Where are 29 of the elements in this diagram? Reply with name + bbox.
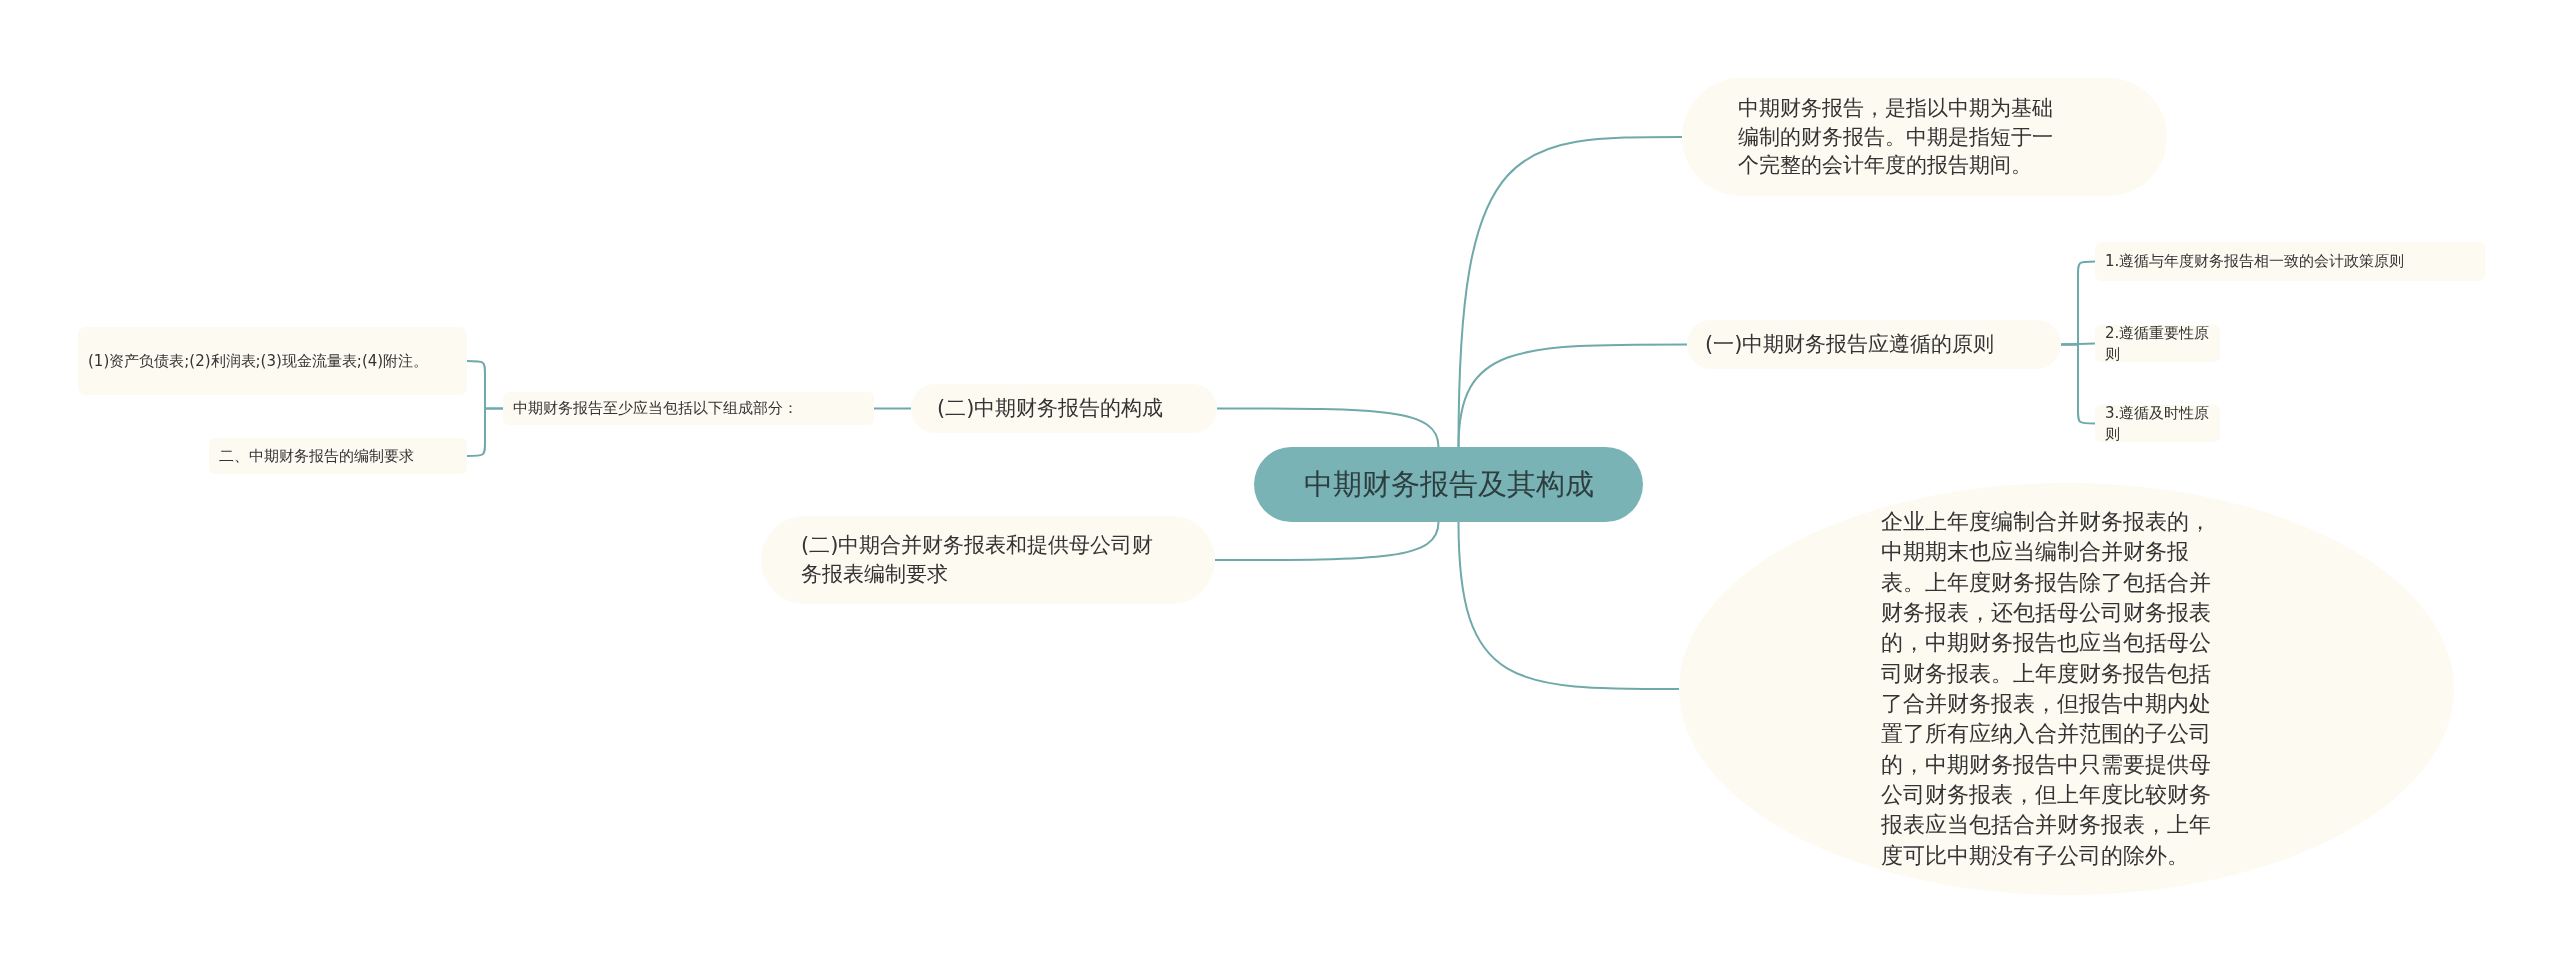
topic-box [209,438,467,474]
connector-line [1216,407,1440,448]
connector-line [1457,521,1680,690]
connector-line [1457,343,1688,448]
topic-text: 二、中期财务报告的编制要求 [219,445,415,467]
topic-box [911,384,1217,433]
topic-text: (1)资产负债表;(2)利润表;(3)现金流量表;(4)附注。 [88,350,430,372]
topic-box [1687,320,2061,369]
topic-text: (二)中期合并财务报表和提供母公司财务报表编制要求 [801,532,1155,588]
connector-line [2060,343,2096,425]
topic-text: 2.遵循重要性原则 [2105,322,2211,365]
topic-text: (二)中期财务报告的构成 [937,395,1165,422]
topic-box [2095,242,2485,281]
connector-line [2060,342,2096,346]
connector-line [1214,521,1440,561]
topic-box [503,392,874,425]
topic-box [2095,325,2220,362]
topic-box [78,327,467,395]
connector-line [873,407,912,410]
topic-text: 中期财务报告至少应当包括以下组成部分： [513,398,799,419]
topic-text: 3.遵循及时性原则 [2105,402,2211,445]
topic-box [2095,405,2220,442]
connector-line [1457,136,1683,448]
topic-text: 1.遵循与年度财务报告相一致的会计政策原则 [2105,251,2406,272]
topic-text: (一)中期财务报告应遵循的原则 [1705,331,1996,358]
topic-text: 中期财务报告及其构成 [1303,466,1594,504]
topic-text: 企业上年度编制合并财务报表的，中期期末也应当编制合并财务报表。上年度财务报告除了包括合并财务报表，还包括母公司财务报表的，中期财务报告也应当包括母公司财务报表。上年度财务报告包括了合并财务报表，但报告中期内处置了所有应纳入合并范围的子公司的，中期财务报告中只需要提供母公司财务报表，但上年度比较财务报表应当包括合并财务报表，上年度可比中期没有子公司的除外。 [1881,507,2212,870]
topic-text: 中期财务报告，是指以中期为基础编制的财务报告。中期是指短于一个完整的会计年度的报告期间。 [1738,94,2054,180]
connector-line [466,407,504,457]
